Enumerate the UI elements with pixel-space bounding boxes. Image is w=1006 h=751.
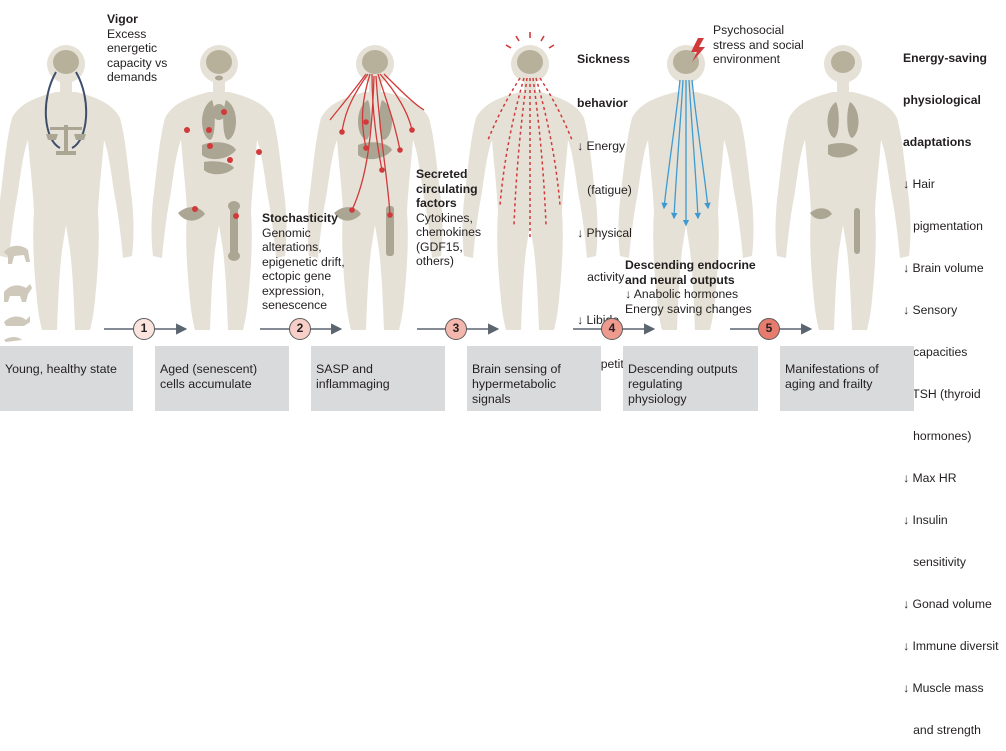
energy-saving-line: ↓ Muscle mass <box>903 681 984 695</box>
sickness-line: ↓ Energy <box>577 139 626 153</box>
brain-icon <box>517 50 543 74</box>
diagram-artwork <box>0 32 911 342</box>
caption-aging-frailty: Manifestations of aging and frailty <box>780 346 914 411</box>
stochasticity-annotation: Stochasticity Genomic alterations, epige… <box>262 211 345 313</box>
brain-sensing-signals <box>487 77 573 240</box>
stochasticity-line: alterations, <box>262 240 322 254</box>
caption-descending-outputs: Descending outputs regulating physiology <box>623 346 758 411</box>
energy-saving-line: hormones) <box>903 429 972 443</box>
energy-saving-line: and strength <box>903 723 981 737</box>
caption-brain-sensing: Brain sensing of hypermetabolic signals <box>467 346 601 411</box>
caption-sasp: SASP and inflammaging <box>311 346 445 411</box>
stochasticity-line: Genomic <box>262 225 311 240</box>
body-figure-frailty <box>775 45 911 330</box>
secreted-factors-annotation: Secreted circulating factors Cytokines, … <box>416 167 481 269</box>
secreted-title: Secreted <box>416 167 468 181</box>
psychosocial-line: environment <box>713 52 781 66</box>
energy-saving-line: pigmentation <box>903 219 983 233</box>
brain-icon <box>206 50 232 74</box>
sickness-title: Sickness <box>577 52 630 66</box>
vigor-line: demands <box>107 70 158 84</box>
caption-line: Manifestations of <box>785 362 879 376</box>
brain-icon <box>673 50 699 74</box>
energy-saving-annotation: Energy-saving physiological adaptations … <box>903 23 999 751</box>
sickness-title: behavior <box>577 95 628 110</box>
step-3-badge: 3 <box>445 318 467 340</box>
caption-line: Aged (senescent) <box>160 362 258 376</box>
secreted-line: (GDF15, <box>416 239 463 254</box>
step-2-badge: 2 <box>289 318 311 340</box>
secreted-line: chemokines <box>416 225 482 239</box>
energy-saving-line: ↓ Sensory <box>903 303 958 317</box>
lightning-icon <box>691 38 705 62</box>
caption-line: hypermetabolic <box>472 377 557 391</box>
sensing-rays-icon <box>505 32 555 49</box>
atrophied-organs <box>810 102 860 254</box>
secreted-title: factors <box>416 196 457 210</box>
descending-line: ↓ Anabolic hormones <box>625 287 739 301</box>
caption-aged-cells: Aged (senescent) cells accumulate <box>155 346 289 411</box>
energy-saving-line: ↓ Max HR <box>903 471 957 485</box>
step-5-badge: 5 <box>758 318 780 340</box>
caption-line: cells accumulate <box>160 377 252 391</box>
vigor-title: Vigor <box>107 12 138 26</box>
circulating-factors-network <box>329 73 425 256</box>
psychosocial-line: stress and social <box>713 37 804 52</box>
organs-with-senescent-cells <box>178 75 262 261</box>
energy-saving-line: capacities <box>903 345 968 359</box>
energy-saving-title: Energy-saving <box>903 51 987 65</box>
energy-saving-title: physiological <box>903 93 981 107</box>
secreted-line: Cytokines, <box>416 210 473 225</box>
energy-saving-line: ↓ Immune diversit <box>903 639 999 653</box>
caption-line: physiology <box>628 392 687 406</box>
caption-line: Brain sensing of <box>472 362 561 376</box>
sickness-line: (fatigue) <box>577 182 632 197</box>
sickness-line: ↓ Physical <box>577 226 632 240</box>
psychosocial-annotation: Psychosocial stress and social environme… <box>713 23 804 67</box>
stochasticity-line: expression, <box>262 283 325 298</box>
stochasticity-line: senescence <box>262 298 328 312</box>
descending-outputs-lines <box>661 79 711 227</box>
descending-title: Descending endocrine <box>625 258 756 272</box>
stochasticity-title: Stochasticity <box>262 211 338 225</box>
step-4-badge: 4 <box>601 318 623 340</box>
brain-icon <box>831 51 855 73</box>
vigor-line: capacity vs <box>107 55 168 70</box>
caption-line: regulating <box>628 377 683 391</box>
energy-saving-line: sensitivity <box>903 555 966 569</box>
caption-line: Descending outputs <box>628 362 738 376</box>
step-1-badge: 1 <box>133 318 155 340</box>
caption-line: SASP and <box>316 362 373 376</box>
secreted-line: others) <box>416 254 454 268</box>
caption-young-healthy: Young, healthy state <box>0 346 133 411</box>
vigor-line: energetic <box>107 41 158 55</box>
brain-icon <box>362 50 388 74</box>
energy-saving-line: ↓ Hair <box>903 177 935 191</box>
sickness-line: activity <box>577 269 625 284</box>
vigor-annotation: Vigor Excess energetic capacity vs deman… <box>107 12 167 85</box>
stochasticity-line: epigenetic drift, <box>262 254 345 269</box>
psychosocial-line: Psychosocial <box>713 23 785 37</box>
energy-balance-icon <box>44 71 88 155</box>
energy-saving-line: ↓ TSH (thyroid <box>903 387 981 401</box>
stochasticity-line: ectopic gene <box>262 269 332 283</box>
energy-saving-line: ↓ Gonad volume <box>903 597 992 611</box>
caption-line: signals <box>472 392 511 406</box>
energy-saving-line: ↓ Insulin <box>903 513 948 527</box>
brain-icon <box>53 50 79 74</box>
caption-line: Young, healthy state <box>5 362 117 376</box>
secreted-title: circulating <box>416 181 478 196</box>
caption-line: aging and frailty <box>785 377 873 391</box>
energy-saving-line: ↓ Brain volume <box>903 261 984 275</box>
descending-line: Energy saving changes <box>625 301 752 316</box>
caption-line: inflammaging <box>316 377 390 391</box>
animal-silhouettes <box>4 245 32 342</box>
descending-outputs-annotation: Descending endocrine and neural outputs … <box>625 258 756 316</box>
energy-saving-title: adaptations <box>903 135 972 149</box>
descending-title: and neural outputs <box>625 272 735 287</box>
vigor-line: Excess <box>107 26 147 41</box>
